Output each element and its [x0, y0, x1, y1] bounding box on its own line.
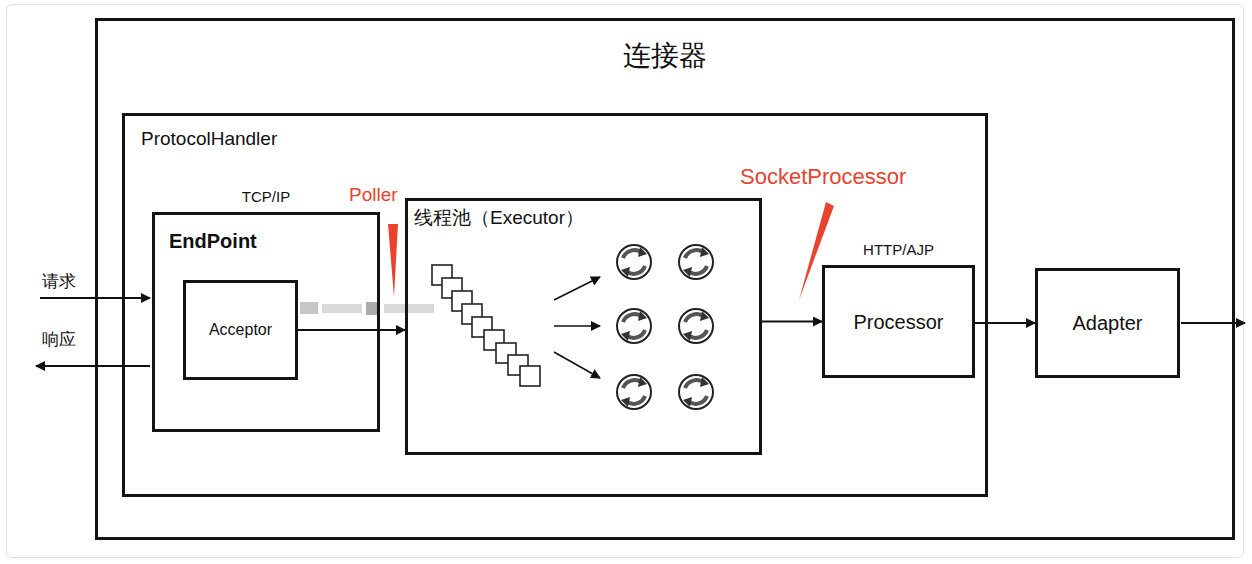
box-label: ProtocolHandler — [141, 128, 277, 151]
flow-arrow — [298, 329, 405, 331]
endpoint-box: TCP/IPEndPointAcceptor — [152, 212, 380, 432]
dispatch-arrows — [554, 277, 600, 378]
blurred-patch — [300, 302, 434, 315]
adapter-box: Adapter — [1035, 268, 1180, 378]
box-label: Acceptor — [209, 320, 272, 339]
acceptor-box: Acceptor — [183, 280, 298, 380]
output-arrow — [1181, 322, 1245, 324]
box-label: EndPoint — [169, 229, 257, 253]
thread-pool-box: 线程池（Executor） — [405, 198, 762, 455]
box-label: 线程池（Executor） — [414, 207, 584, 230]
callout-arrow — [799, 202, 834, 300]
box-label: Processor — [853, 310, 943, 334]
task-queue — [432, 265, 540, 386]
processor-box: HTTP/AJPProcessor — [822, 265, 975, 378]
response-label: 响应 — [42, 330, 76, 350]
response-arrow — [36, 365, 150, 367]
callout-label: SocketProcessor — [740, 164, 906, 190]
worker-threads — [617, 245, 713, 409]
protocol-heading: HTTP/AJP — [863, 241, 934, 259]
box-label: Adapter — [1072, 311, 1142, 335]
box-label: 连接器 — [623, 39, 707, 73]
callout-arrow — [388, 224, 398, 297]
connector-region: 连接器 ProtocolHandlerTCP/IP EndPointAcceptor… — [95, 18, 1235, 540]
flow-arrow — [762, 321, 822, 323]
flow-arrow — [975, 322, 1035, 324]
protocol-heading: TCP/IP — [242, 188, 290, 206]
request-label: 请求 — [42, 272, 76, 292]
callout-label: Poller — [349, 184, 398, 207]
